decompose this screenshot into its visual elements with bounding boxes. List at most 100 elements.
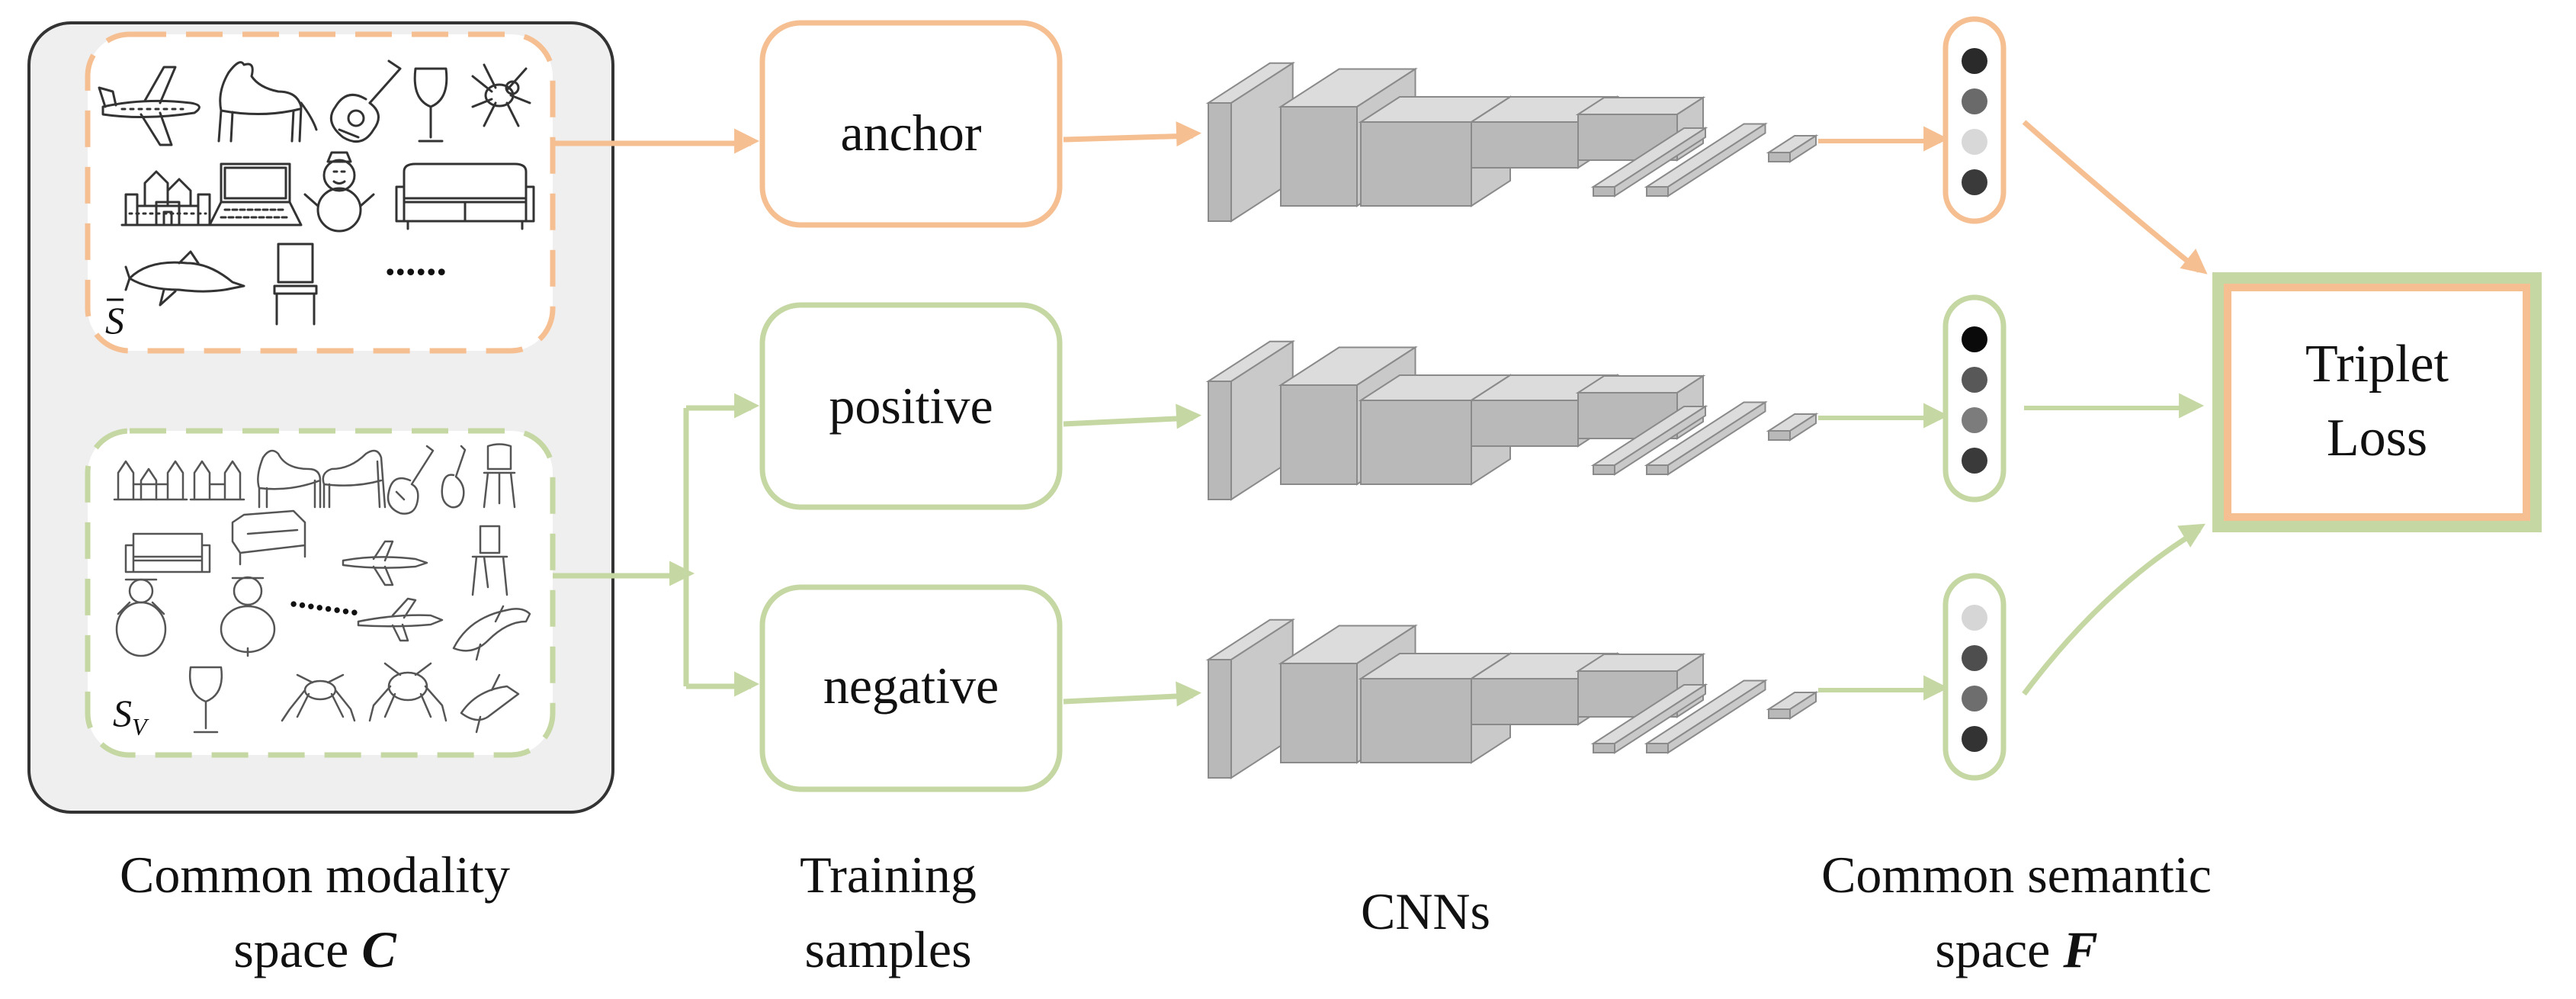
feature-dot	[1962, 48, 1987, 74]
sketch-set-label-bottom-sub: V	[132, 713, 149, 740]
feature-dot	[1962, 448, 1987, 474]
sketch-set-label-bottom: SV	[113, 692, 149, 740]
caption-common-semantic-line2-text: space	[1935, 920, 2063, 978]
arrow-positive-to-cnn	[1063, 403, 1201, 429]
spider-sketch-icon	[471, 63, 531, 127]
couch-sketch-icon	[124, 532, 211, 573]
spider-sketch-icon	[281, 673, 356, 722]
dolphin-sketch-icon	[460, 673, 520, 734]
guitar-sketch-icon	[387, 445, 435, 515]
cnn-conv-block-2-front	[1280, 663, 1358, 763]
cnn-conv-block-3-front	[1360, 121, 1472, 207]
caption-common-semantic-line1: Common semantic	[1821, 846, 2212, 904]
arrow-anchor-vector-to-loss	[2022, 120, 2208, 275]
anchor-box: anchor	[759, 20, 1063, 228]
negative-box: negative	[759, 584, 1063, 792]
cnn-fc-layer-1-front	[1593, 464, 1615, 475]
feature-dot	[1962, 605, 1987, 631]
sketch-set-bottom	[85, 428, 556, 758]
chair-sketch-icon	[471, 525, 508, 596]
cnn-conv-block-4-front	[1471, 400, 1579, 447]
sketch-set-label-bottom-base: S	[113, 692, 132, 734]
caption-common-modality-line2-text: space	[233, 920, 361, 978]
cnn-fc-layer-3-front	[1768, 708, 1791, 719]
feature-dot	[1962, 367, 1987, 393]
horse-sketch-icon	[217, 61, 318, 143]
couch-sketch-icon	[395, 162, 535, 230]
horse-sketch-icon	[257, 449, 322, 509]
cnn-fc-layer-3-front	[1768, 152, 1791, 162]
arrow-negative-vector-to-loss	[2022, 523, 2205, 696]
cnn-anchor	[1205, 61, 1819, 223]
castle-sketch-icon	[113, 460, 188, 501]
feature-vector-capsule	[1942, 573, 2007, 781]
cnn-positive	[1205, 339, 1819, 501]
feature-vector-negative	[1942, 573, 2007, 781]
feature-dot	[1962, 645, 1987, 671]
cnn-conv-block-3-front	[1360, 400, 1472, 485]
laptop-sketch-icon	[208, 162, 303, 226]
sketch-set-top	[85, 31, 556, 354]
cnn-conv-block-2-front	[1280, 106, 1358, 207]
cnn-conv-block-4-front	[1471, 121, 1579, 169]
feature-vector-positive	[1942, 294, 2007, 503]
arrow-anchor-to-cnn	[1063, 121, 1202, 147]
caption-common-modality-symbol: C	[361, 920, 396, 978]
triplet-loss-line2: Loss	[2327, 409, 2427, 467]
feature-dot	[1962, 169, 1987, 195]
dolphin-sketch-icon	[124, 250, 245, 307]
feature-vector-anchor	[1942, 16, 2007, 224]
caption-common-semantic-symbol: F	[2062, 920, 2097, 978]
caption-common-modality-line1: Common modality	[120, 846, 510, 904]
feature-dot	[1962, 726, 1987, 752]
triplet-loss-box: Triplet Loss	[2212, 272, 2542, 532]
couch-sketch-icon	[231, 509, 306, 566]
wine-glass-sketch-icon	[413, 67, 448, 143]
feature-dot	[1962, 326, 1987, 352]
caption-common-modality-line2: space C	[233, 920, 396, 978]
cnn-fc-layer-2-front	[1646, 464, 1669, 475]
cnn-fc-layer-2-front	[1646, 186, 1669, 197]
positive-box: positive	[759, 302, 1063, 510]
castle-sketch-icon	[120, 170, 215, 226]
cnn-conv-block-3-front	[1360, 678, 1472, 763]
feature-vector-capsule	[1942, 16, 2007, 224]
horse-sketch-icon	[322, 449, 387, 509]
cnn-negative	[1205, 618, 1819, 779]
cnn-conv-block-4-front	[1471, 678, 1579, 725]
feature-dot	[1962, 407, 1987, 433]
airplane-sketch-icon	[98, 66, 200, 146]
snowman-sketch-icon	[115, 578, 167, 657]
positive-label: positive	[829, 377, 993, 435]
cnn-conv-block-1-front	[1208, 381, 1232, 500]
feature-vector-capsule	[1942, 294, 2007, 503]
chair-sketch-icon	[483, 443, 516, 509]
spider-sketch-icon	[368, 662, 448, 722]
guitar-sketch-icon	[441, 445, 467, 509]
cnn-fc-layer-2-front	[1646, 743, 1669, 753]
caption-training-line2: samples	[804, 920, 971, 978]
caption-common-semantic-line2: space F	[1935, 920, 2097, 978]
cnn-fc-layer-3-front	[1768, 430, 1791, 441]
castle-sketch-icon	[189, 460, 245, 501]
feature-dot	[1962, 129, 1987, 155]
cnn-fc-layer-1-front	[1593, 186, 1615, 197]
sketch-set-ellipsis-top: ......	[385, 238, 447, 284]
snowman-sketch-icon	[220, 576, 276, 657]
feature-dot	[1962, 686, 1987, 712]
guitar-sketch-icon	[329, 59, 402, 143]
feature-dot	[1962, 88, 1987, 114]
arrow-negative-to-cnn	[1063, 681, 1201, 707]
wine-glass-sketch-icon	[188, 666, 223, 734]
sketch-thumbnails-bottom	[113, 443, 531, 734]
sketch-set-label-top: S	[105, 299, 124, 342]
airplane-sketch-icon	[342, 540, 428, 586]
dolphin-sketch-icon	[452, 605, 531, 661]
negative-label: negative	[823, 657, 999, 715]
sketch-set-ellipsis-bottom: ........	[288, 575, 363, 623]
caption-training-line1: Training	[800, 846, 977, 904]
triplet-loss-line1: Triplet	[2305, 335, 2449, 393]
cnn-conv-block-1-front	[1208, 659, 1232, 779]
chair-sketch-icon	[273, 243, 318, 326]
